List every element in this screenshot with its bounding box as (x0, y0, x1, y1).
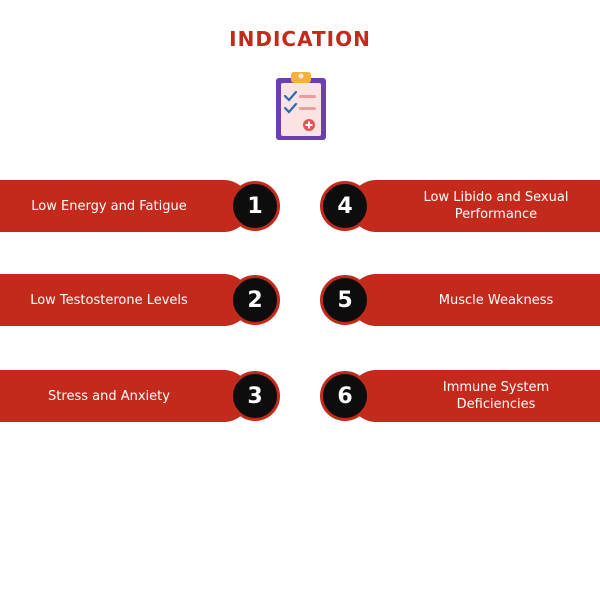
number-badge-5: 5 (320, 275, 370, 325)
number-badge-2: 2 (230, 275, 280, 325)
indication-label: Low Libido and Sexual Performance (423, 190, 569, 222)
indication-item-3: Stress and Anxiety (0, 370, 250, 422)
page-title: INDICATION (229, 27, 371, 51)
indication-label: Immune System Deficiencies (442, 380, 550, 412)
indication-label: Stress and Anxiety (48, 388, 170, 404)
number-badge-1: 1 (230, 181, 280, 231)
indication-item-2: Low Testosterone Levels (0, 274, 250, 326)
indication-label: Low Energy and Fatigue (31, 198, 187, 214)
indication-item-5: Muscle Weakness (350, 274, 600, 326)
indication-label: Low Testosterone Levels (30, 292, 188, 308)
indication-item-6: Immune System Deficiencies (350, 370, 600, 422)
number-badge-6: 6 (320, 371, 370, 421)
number-badge-4: 4 (320, 181, 370, 231)
number-badge-3: 3 (230, 371, 280, 421)
indication-item-1: Low Energy and Fatigue (0, 180, 250, 232)
clipboard-checklist-icon (276, 72, 326, 140)
indication-item-4: Low Libido and Sexual Performance (350, 180, 600, 232)
indication-label: Muscle Weakness (438, 292, 554, 308)
